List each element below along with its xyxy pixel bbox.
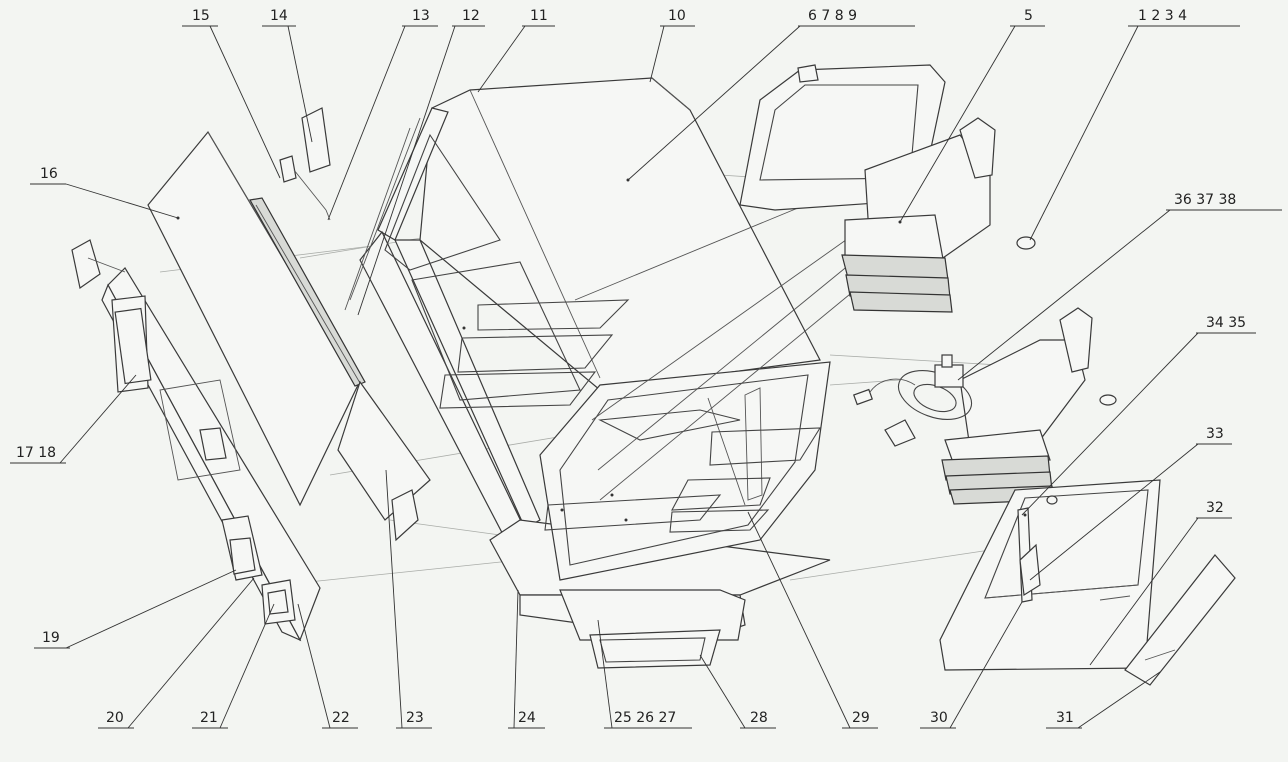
reference-dots: [176, 178, 1027, 522]
steering-wheel-assembly: [853, 354, 973, 447]
rear-seal-strip: [249, 197, 366, 387]
callout-36-37-38: 36 37 38: [1174, 192, 1236, 208]
callout-22: 22: [332, 710, 350, 726]
callout-23: 23: [406, 710, 424, 726]
mirror-assembly: [279, 107, 331, 221]
right-side-door: [939, 479, 1161, 671]
callout-10: 10: [668, 8, 686, 24]
door-trim-panel: [1124, 554, 1236, 686]
cab-frame: [344, 77, 891, 641]
callout-34-35: 34 35: [1206, 315, 1246, 331]
knob-part: [1016, 236, 1117, 406]
callout-1-2-3-4: 1 2 3 4: [1138, 8, 1187, 24]
callout-16: 16: [40, 166, 58, 182]
callout-33: 33: [1206, 426, 1224, 442]
upper-seat: [841, 117, 996, 313]
callout-25-26-27: 25 26 27: [614, 710, 676, 726]
left-side-console: [71, 239, 321, 642]
callout-15: 15: [192, 8, 210, 24]
callout-30: 30: [930, 710, 948, 726]
callout-17-18: 17 18: [16, 445, 56, 461]
callout-5: 5: [1024, 8, 1033, 24]
callout-24: 24: [518, 710, 536, 726]
callout-28: 28: [750, 710, 768, 726]
bottom-step: [559, 589, 746, 669]
callout-31: 31: [1056, 710, 1074, 726]
callout-14: 14: [270, 8, 288, 24]
callout-13: 13: [412, 8, 430, 24]
callout-19: 19: [42, 630, 60, 646]
callout-6-7-8-9: 6 7 8 9: [808, 8, 857, 24]
callout-11: 11: [530, 8, 548, 24]
lower-seat: [941, 307, 1093, 505]
callout-12: 12: [462, 8, 480, 24]
callout-labels: 1 2 3 4 5 6 7 8 9 10 11 12 13 14 1: [10, 8, 1282, 729]
callout-32: 32: [1206, 500, 1224, 516]
callout-20: 20: [106, 710, 124, 726]
callout-29: 29: [852, 710, 870, 726]
callout-21: 21: [200, 710, 218, 726]
lower-rear-trim: [337, 380, 431, 542]
